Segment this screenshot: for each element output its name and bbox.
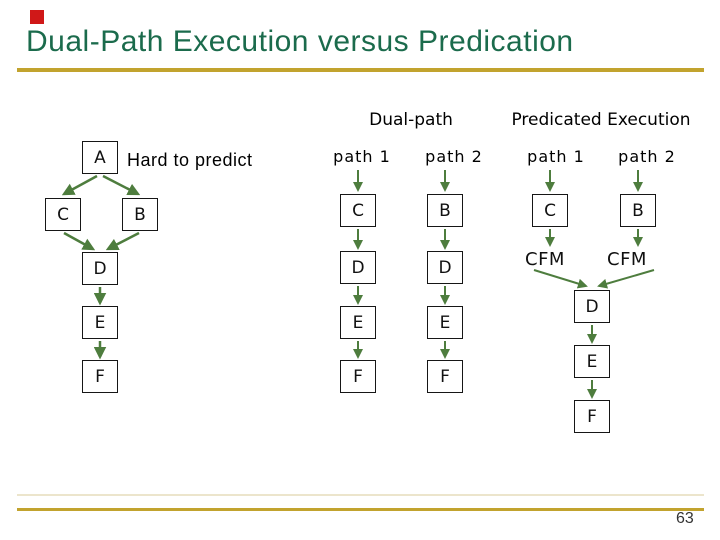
cfg-node-b: B — [122, 198, 158, 231]
pred-path2-node-b: B — [620, 194, 656, 227]
page-number: 63 — [676, 510, 694, 527]
cfg-node-c: C — [45, 198, 81, 231]
cfg-node-e: E — [82, 306, 118, 339]
dual-path1-node-e: E — [340, 306, 376, 339]
dual-path1-label: path 1 — [333, 147, 391, 166]
cfg-node-d: D — [82, 252, 118, 285]
title-underline — [17, 68, 704, 72]
pred-path2-cfm-label: CFM — [607, 249, 647, 270]
pred-merged-node-f: F — [574, 400, 610, 433]
pred-path1-cfm-label: CFM — [525, 249, 565, 270]
pred-path1-label: path 1 — [527, 147, 585, 166]
predicated-execution-header: Predicated Execution — [511, 110, 691, 130]
footer-rule-light — [17, 494, 704, 496]
footer-rule — [17, 508, 704, 511]
hard-to-predict-label: Hard to predict — [127, 150, 253, 170]
dual-path2-node-d: D — [427, 251, 463, 284]
dual-path1-node-d: D — [340, 251, 376, 284]
pred-merged-node-e: E — [574, 345, 610, 378]
corner-marker-square — [30, 10, 44, 24]
dual-path2-node-b: B — [427, 194, 463, 227]
dual-path1-node-f: F — [340, 360, 376, 393]
cfg-node-f: F — [82, 360, 118, 393]
cfg-node-a: A — [82, 141, 118, 174]
pred-merged-node-d: D — [574, 290, 610, 323]
dual-path2-label: path 2 — [425, 147, 483, 166]
dual-path1-node-c: C — [340, 194, 376, 227]
pred-path1-node-c: C — [532, 194, 568, 227]
slide-title: Dual-Path Execution versus Predication — [26, 25, 574, 58]
dual-path2-node-e: E — [427, 306, 463, 339]
pred-path2-label: path 2 — [618, 147, 676, 166]
dual-path2-node-f: F — [427, 360, 463, 393]
dual-path-header: Dual-path — [369, 110, 453, 130]
